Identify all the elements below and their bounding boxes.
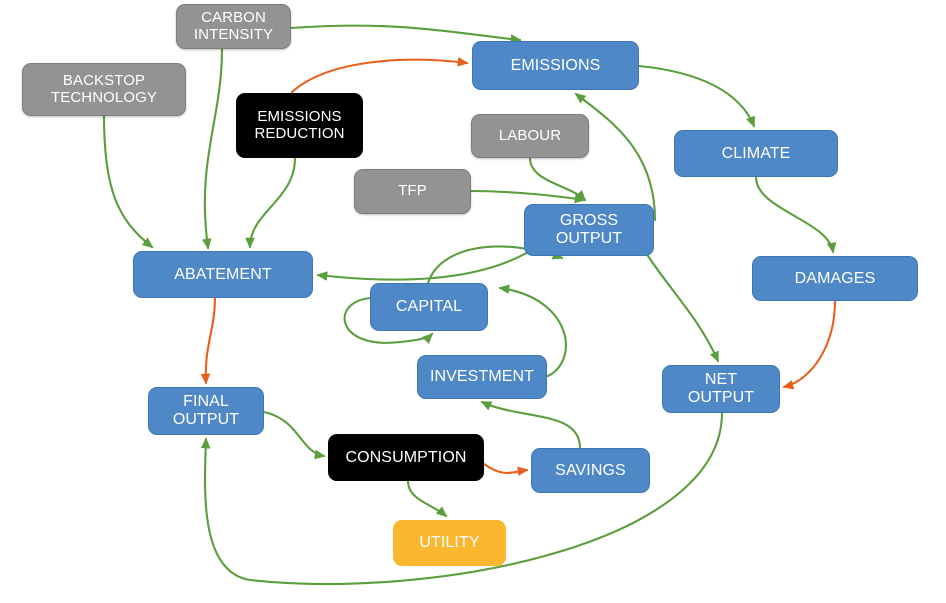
node-label-final_output: FINAL OUTPUT xyxy=(172,393,240,428)
node-capital[interactable]: CAPITAL xyxy=(370,283,488,331)
node-label-abatement: ABATEMENT xyxy=(174,265,272,283)
node-utility[interactable]: UTILITY xyxy=(393,520,506,566)
node-label-carbon_intensity: CARBON INTENSITY xyxy=(193,8,274,43)
node-label-emissions: EMISSIONS xyxy=(510,56,601,74)
node-consumption[interactable]: CONSUMPTION xyxy=(328,434,484,481)
edge-damages-net_output xyxy=(782,299,837,390)
node-labour[interactable]: LABOUR xyxy=(471,114,589,158)
edge-consumption-utility xyxy=(406,479,448,518)
node-label-consumption: CONSUMPTION xyxy=(345,448,467,466)
node-tfp[interactable]: TFP xyxy=(354,169,471,214)
node-label-utility: UTILITY xyxy=(419,534,480,552)
edge-emissions_reduction-emissions xyxy=(290,57,469,94)
edge-backstop-abatement xyxy=(102,114,154,249)
edge-net_output-final_output xyxy=(200,411,724,586)
node-climate[interactable]: CLIMATE xyxy=(674,130,838,177)
node-label-labour: LABOUR xyxy=(498,126,562,144)
edge-abatement-final_output xyxy=(200,296,217,385)
edge-gross_output-net_output xyxy=(646,254,720,363)
edge-carbon_intensity-abatement xyxy=(201,47,224,250)
edge-gross_output-emissions xyxy=(574,92,657,222)
edge-gross_output-abatement xyxy=(316,249,532,281)
edge-tfp-gross_output xyxy=(469,189,586,204)
edge-climate-damages xyxy=(754,175,837,254)
node-label-backstop: BACKSTOP TECHNOLOGY xyxy=(50,71,157,106)
edge-final_output-consumption xyxy=(262,410,326,460)
node-damages[interactable]: DAMAGES xyxy=(752,256,918,301)
edges-group xyxy=(102,24,837,586)
edge-consumption-savings xyxy=(482,462,529,476)
node-label-tfp: TFP xyxy=(398,182,427,200)
node-gross_output[interactable]: GROSS OUTPUT xyxy=(524,204,654,256)
node-savings[interactable]: SAVINGS xyxy=(531,448,650,493)
edge-investment-capital xyxy=(498,284,567,378)
node-label-climate: CLIMATE xyxy=(721,144,791,162)
node-label-damages: DAMAGES xyxy=(794,269,876,287)
node-carbon_intensity[interactable]: CARBON INTENSITY xyxy=(176,4,291,49)
edge-savings-investment xyxy=(480,400,582,450)
node-emissions_reduction[interactable]: EMISSIONS REDUCTION xyxy=(236,93,363,158)
node-label-investment: INVESTMENT xyxy=(429,368,535,386)
node-final_output[interactable]: FINAL OUTPUT xyxy=(148,387,264,435)
edge-emissions_reduction-abatement xyxy=(245,156,297,249)
node-abatement[interactable]: ABATEMENT xyxy=(133,251,313,298)
node-label-emissions_reduction: EMISSIONS REDUCTION xyxy=(254,107,345,142)
node-backstop[interactable]: BACKSTOP TECHNOLOGY xyxy=(22,63,186,116)
node-net_output[interactable]: NET OUTPUT xyxy=(662,365,780,413)
node-label-gross_output: GROSS OUTPUT xyxy=(555,212,623,247)
edge-capital-self xyxy=(343,296,434,344)
node-investment[interactable]: INVESTMENT xyxy=(417,355,547,399)
node-label-net_output: NET OUTPUT xyxy=(687,371,755,406)
node-label-capital: CAPITAL xyxy=(395,298,463,316)
node-emissions[interactable]: EMISSIONS xyxy=(472,41,639,90)
node-label-savings: SAVINGS xyxy=(555,461,626,479)
edge-carbon_intensity-emissions xyxy=(289,24,522,44)
edge-emissions-climate xyxy=(637,64,756,128)
